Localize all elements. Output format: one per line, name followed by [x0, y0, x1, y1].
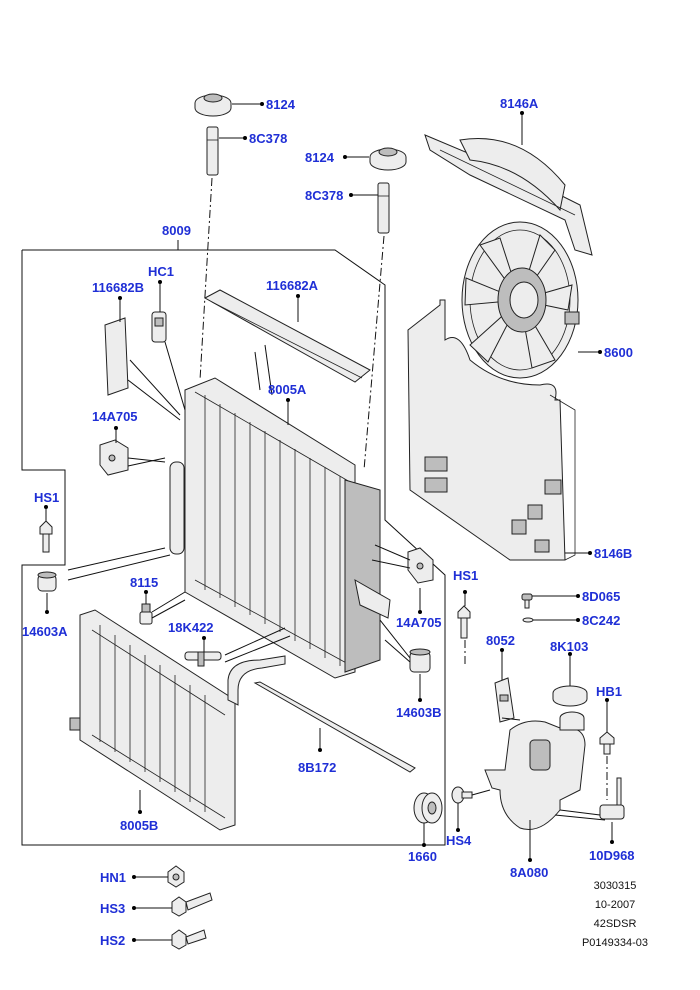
bracket-14a705-right — [407, 547, 434, 584]
label-18k422: 18K422 — [168, 620, 214, 635]
label-hn1: HN1 — [100, 870, 126, 885]
leader-lines — [44, 102, 614, 942]
bolt-hs1-right — [457, 605, 471, 639]
cap-8k103 — [552, 685, 588, 707]
label-116682a: 116682A — [266, 278, 319, 293]
label-8146a: 8146A — [500, 96, 539, 111]
label-14603b: 14603B — [396, 705, 442, 720]
oring-8c242 — [522, 617, 534, 623]
seal-8b172 — [253, 681, 416, 773]
bolt-hs3 — [171, 892, 213, 917]
label-8c242: 8C242 — [582, 613, 620, 628]
cooling-fan-8600 — [461, 221, 580, 379]
label-8c378-left: 8C378 — [249, 131, 287, 146]
label-10d968: 10D968 — [589, 848, 635, 863]
sensor-8d065 — [521, 593, 533, 609]
label-8d065: 8D065 — [582, 589, 620, 604]
drain-plug-8115 — [139, 603, 153, 625]
pipe-18k422 — [184, 651, 222, 667]
label-14603a: 14603A — [22, 624, 68, 639]
group-outline-8009 — [21, 240, 446, 846]
label-14a705-right: 14A705 — [396, 615, 442, 630]
label-1660: 1660 — [408, 849, 437, 864]
seal-116682b — [104, 317, 129, 396]
label-hs4: HS4 — [446, 833, 472, 848]
label-hc1: HC1 — [148, 264, 174, 279]
expansion-tank-8a080 — [484, 711, 586, 830]
label-8c378-right: 8C378 — [305, 188, 343, 203]
seal-116682a — [203, 289, 371, 383]
part-labels: 8124 8C378 8124 8C378 8146A 8009 HC1 116… — [22, 96, 635, 948]
label-8124-right: 8124 — [305, 150, 335, 165]
drawing-code: P0149334-03 — [581, 937, 649, 949]
label-8a080: 8A080 — [510, 865, 548, 880]
drawing-ref: 3030315 — [593, 880, 637, 892]
bolt-hs1-left — [39, 520, 53, 553]
condenser-8005b — [69, 609, 286, 831]
label-8146b: 8146B — [594, 546, 632, 561]
label-hs3: HS3 — [100, 901, 125, 916]
label-8124-left: 8124 — [266, 97, 296, 112]
mount-8124-right — [369, 147, 407, 171]
bolt-hb1 — [599, 731, 615, 755]
label-8009: 8009 — [162, 223, 191, 238]
label-hb1: HB1 — [596, 684, 622, 699]
bracket-8052 — [494, 677, 515, 723]
mount-8124-left — [194, 93, 232, 117]
centerline-left — [199, 177, 213, 381]
label-8115: 8115 — [130, 575, 158, 590]
label-8600: 8600 — [604, 345, 633, 360]
label-8b172: 8B172 — [298, 760, 336, 775]
centerline-right — [363, 235, 385, 471]
fan-shroud-upper-8146a — [424, 134, 593, 256]
nut-hn1 — [167, 865, 185, 888]
label-8005b: 8005B — [120, 818, 158, 833]
bolt-hs2 — [171, 929, 207, 950]
label-hs1-right: HS1 — [453, 568, 478, 583]
bracket-14a705-left — [99, 439, 129, 476]
label-8k103: 8K103 — [550, 639, 588, 654]
label-14a705-left: 14A705 — [92, 409, 138, 424]
label-116682b: 116682B — [92, 280, 144, 295]
fan-shroud-lower-8146b — [407, 299, 576, 561]
radiator-fins — [204, 395, 341, 666]
pulley-1660 — [413, 792, 443, 824]
sensor-10d968 — [599, 777, 625, 820]
label-hs1-left: HS1 — [34, 490, 59, 505]
pin-8c378-left — [206, 126, 219, 176]
label-hs2: HS2 — [100, 933, 125, 948]
insulator-14603b — [409, 648, 431, 673]
label-8005a: 8005A — [268, 382, 307, 397]
drawing-date: 10-2007 — [594, 899, 636, 911]
insulator-14603a — [37, 571, 57, 592]
drawing-model: 42SDSR — [593, 918, 637, 930]
bolt-hs4 — [451, 786, 473, 804]
clip-hc1 — [151, 311, 167, 343]
pin-8c378-right — [377, 182, 390, 234]
label-8052: 8052 — [486, 633, 515, 648]
